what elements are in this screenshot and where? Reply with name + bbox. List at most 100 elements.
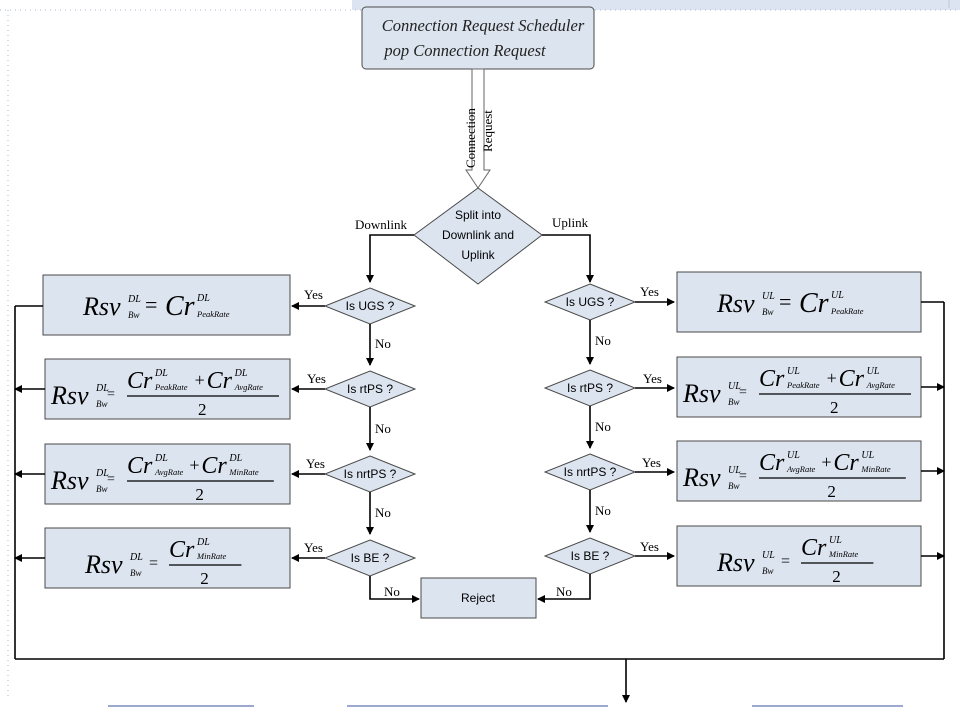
reject-box — [420, 577, 537, 619]
ul-f3-a-cr: Cr — [759, 450, 785, 476]
no-label-dl-4: No — [384, 584, 400, 599]
dl-f3-lhs-sup: DL — [95, 468, 109, 479]
no-label-dl-3: No — [375, 505, 391, 520]
dl-f3-lhs-sub: Bw — [96, 484, 108, 494]
dl-f2-a-cr: Cr — [127, 368, 153, 394]
dl-be-formula-box — [44, 527, 291, 589]
ul-f1-a-sub: PeakRate — [830, 306, 864, 316]
ul-f3-a-sub: AvgRate — [786, 464, 816, 474]
dl-f3-a-sub: AvgRate — [154, 467, 184, 477]
yes-label-dl-3: Yes — [306, 456, 325, 471]
ul-f3-b-sub: MinRate — [860, 464, 890, 474]
ul-ugs-formula-box — [676, 271, 922, 333]
dl-f3-b-sub: MinRate — [228, 467, 258, 477]
uplink-ugs-label: Is UGS ? — [566, 295, 615, 309]
dl-f3-plus: + — [189, 455, 199, 475]
ul-f1-lhs-sup: UL — [762, 291, 775, 302]
ul-f3-lhs-sup: UL — [728, 465, 741, 476]
no-label-dl-2: No — [375, 421, 391, 436]
dl-ugs-formula-box — [42, 274, 291, 336]
ul-f3-eq: = — [739, 469, 747, 484]
dl-f4-lhs-sup: DL — [129, 552, 143, 563]
yes-label-ul-4: Yes — [640, 539, 659, 554]
header-band — [352, 0, 960, 10]
ul-f3-lhs: Rsv — [682, 463, 721, 492]
split-line-3: Uplink — [461, 248, 495, 262]
dl-f1-lhs-sub: Bw — [128, 310, 140, 320]
dl-f4-a-sub: MinRate — [196, 551, 226, 561]
uplink-be-label: Is BE ? — [571, 549, 610, 563]
uplink-nrtps-label: Is nrtPS ? — [564, 465, 617, 479]
connection-request-arrow — [465, 68, 491, 189]
ul-f2-b-sub: AvgRate — [866, 380, 896, 390]
reject-label: Reject — [461, 591, 496, 605]
dl-f2-lhs-sup: DL — [95, 383, 109, 394]
dl-f1-lhs-sup: DL — [127, 294, 141, 305]
dl-f2-a-sub: PeakRate — [154, 382, 188, 392]
dl-f1-eq: = — [145, 292, 157, 317]
uplink-connector — [542, 234, 594, 283]
no-label-ul-1: No — [595, 333, 611, 348]
dl-f2-lhs: Rsv — [50, 381, 89, 410]
ul-f2-b-cr: Cr — [839, 366, 865, 392]
ul-f4-lhs-sub: Bw — [762, 566, 774, 576]
downlink-be-no-connector — [369, 576, 420, 603]
dl-f4-eq: = — [149, 555, 158, 572]
ul-f3-lhs-sub: Bw — [728, 481, 740, 491]
downlink-label: Downlink — [355, 217, 408, 232]
dl-f3-b-cr: Cr — [201, 453, 227, 479]
scheduler-subtitle: pop Connection Request — [383, 41, 546, 60]
yes-label-dl-1: Yes — [304, 287, 323, 302]
no-label-dl-1: No — [375, 336, 391, 351]
ul-f2-plus: + — [827, 368, 837, 388]
ul-f3-a-sup: UL — [787, 450, 800, 461]
dl-f4-a-sup: DL — [196, 537, 210, 548]
dl-rtps-formula-box — [44, 358, 291, 420]
dl-f1-a-cr: Cr — [165, 291, 195, 322]
dl-f4-lhs-sub: Bw — [130, 568, 142, 578]
ul-nrtps-formula-box — [676, 440, 922, 502]
ul-f2-lhs: Rsv — [682, 379, 721, 408]
no-label-ul-4: No — [556, 584, 572, 599]
dl-f2-b-sub: AvgRate — [234, 382, 264, 392]
ul-f2-a-cr: Cr — [759, 366, 785, 392]
dl-f1-lhs: Rsv — [82, 292, 121, 321]
split-line-1: Split into — [455, 208, 501, 222]
ul-f2-eq: = — [739, 385, 747, 400]
ul-f1-lhs-sub: Bw — [762, 307, 774, 317]
dl-f3-a-sup: DL — [154, 453, 168, 464]
dl-f2-b-sup: DL — [234, 368, 248, 379]
ul-f3-plus: + — [821, 452, 831, 472]
ul-f4-eq: = — [781, 553, 790, 570]
yes-label-ul-3: Yes — [642, 455, 661, 470]
ul-f2-two: 2 — [830, 398, 839, 417]
dl-f4-lhs: Rsv — [84, 550, 123, 579]
dl-f3-b-sup: DL — [228, 453, 242, 464]
yes-label-ul-2: Yes — [643, 371, 662, 386]
dl-f3-a-cr: Cr — [127, 453, 153, 479]
ul-f3-two: 2 — [827, 482, 836, 501]
no-label-ul-3: No — [595, 503, 611, 518]
arrow-label-connection: Connection — [463, 108, 478, 168]
downlink-ugs-label: Is UGS ? — [346, 299, 395, 313]
dl-f3-two: 2 — [195, 485, 204, 504]
ul-f4-two: 2 — [832, 567, 841, 586]
ul-f4-a-cr: Cr — [801, 535, 827, 561]
dl-f2-b-cr: Cr — [207, 368, 233, 394]
dl-f1-a-sub: PeakRate — [196, 309, 230, 319]
scheduler-title: Connection Request Scheduler — [382, 16, 585, 35]
ul-f2-lhs-sub: Bw — [728, 397, 740, 407]
arrow-label-request: Request — [480, 110, 495, 152]
downlink-decisions: Is UGS ? Is rtPS ? Is nrtPS ? Is BE ? — [323, 287, 417, 577]
dl-f4-two: 2 — [200, 569, 209, 588]
uplink-be-no-connector — [537, 574, 591, 603]
dl-f2-eq: = — [107, 387, 115, 402]
dl-f2-a-sup: DL — [154, 368, 168, 379]
